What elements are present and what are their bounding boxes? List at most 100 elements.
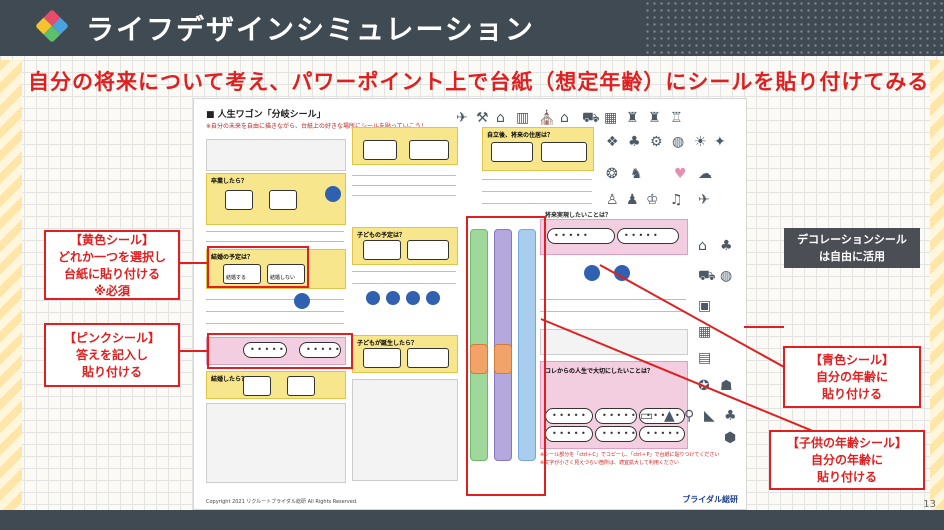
blue-age-sticker — [325, 186, 341, 202]
speech-bubble-sticker — [545, 408, 593, 424]
book-icon: ▤ — [698, 350, 712, 366]
branch-sticker — [541, 142, 587, 162]
not-marry-sticker: 結婚しない — [267, 264, 305, 284]
worksheet-line — [482, 179, 592, 180]
blue-age-sticker — [294, 293, 310, 309]
sun-icon: ☀ — [694, 134, 707, 150]
speech-bubble-sticker — [617, 228, 679, 244]
worksheet-line — [352, 283, 456, 284]
child-age-sticker-callout: 【子供の年齢シール】 自分の年齢に 貼り付ける — [769, 430, 925, 490]
tools-icon: ⚒ — [476, 110, 489, 126]
age-column-segment — [470, 344, 488, 374]
house-icon: ⌂ — [698, 238, 707, 254]
badge-icon: ⬢ — [724, 430, 737, 446]
palm-tree-icon: ♣ — [628, 134, 641, 150]
horse-icon: ♞ — [630, 166, 643, 182]
callout-pointer — [180, 350, 208, 352]
globe-icon: ◍ — [720, 268, 733, 284]
worksheet-line — [206, 311, 344, 312]
speech-bubble-sticker — [639, 408, 685, 424]
worksheet-line — [206, 231, 344, 232]
worksheet-line — [352, 185, 456, 186]
branch-sticker — [363, 240, 401, 260]
blue-age-sticker — [426, 291, 440, 305]
worksheet-line — [352, 271, 456, 272]
page-number: 13 — [923, 499, 936, 510]
speech-bubble-sticker — [639, 426, 685, 442]
blue-age-sticker — [584, 265, 600, 281]
bear-icon: ❂ — [606, 166, 618, 182]
pink-sticker-callout: 【ピンクシール】 答えを記入し 貼り付ける — [44, 323, 180, 387]
airplane-icon: ✈ — [456, 110, 468, 126]
shoe-icon: ◣ — [704, 408, 715, 424]
house-icon: ⌂ — [560, 110, 569, 126]
worksheet-title: ■ 人生ワゴン「分岐シール」 — [206, 110, 326, 120]
worksheet-note: ※文字が小さく見えづらい箇所は、適宜拡大して利用ください — [540, 460, 679, 466]
worksheet-subtitle: ※自分の未来を自由に描きながら、台紙上の好きな場所にシールを貼っていこう！ — [206, 123, 427, 130]
children-section: 子どもの予定は？ — [352, 227, 458, 265]
blue-age-sticker — [366, 291, 380, 305]
globe-icon: ◍ — [672, 134, 685, 150]
future-dream-section: 将来実現したいことは？ — [540, 212, 688, 255]
branch-sticker — [407, 240, 449, 260]
branch-sticker — [243, 376, 271, 396]
tree-icon: ♣ — [720, 238, 733, 254]
callout-pointer — [744, 326, 784, 328]
tree-icon: ♣ — [724, 408, 737, 424]
slide-title: ライフデザインシミュレーション — [86, 13, 535, 46]
age-column-highlight — [466, 216, 546, 496]
slide-footer-bar — [0, 510, 944, 530]
person-icon: ♙ — [606, 192, 619, 208]
grandparent-icon: ♔ — [646, 192, 659, 208]
yellow-sticker-highlight — [207, 246, 309, 288]
gift-icon: ❖ — [606, 134, 619, 150]
bus-icon: ▭ — [640, 408, 654, 424]
branch-sticker — [225, 190, 253, 210]
branch-sticker — [287, 376, 315, 396]
tower-icon: ♜ — [626, 110, 639, 126]
branch-sticker — [409, 140, 449, 160]
church-icon: ⛪ — [538, 110, 556, 126]
worksheet-line — [540, 311, 686, 312]
age-column — [518, 229, 536, 461]
living-section: 自立後、将来の住居は？ — [482, 127, 594, 171]
building-icon: ▦ — [604, 110, 618, 126]
car-icon: ⛟ — [582, 110, 600, 126]
building-icon: ▦ — [698, 324, 712, 340]
header-dot-pattern — [644, 0, 944, 56]
sparkle-icon: ✦ — [714, 134, 726, 150]
marry-sticker: 結婚する — [223, 264, 261, 284]
checklist-box — [352, 379, 458, 481]
small-box — [540, 329, 688, 355]
dog-icon: ☗ — [720, 378, 733, 394]
values-section: コレからの人生で大切にしたいことは？ — [540, 361, 688, 449]
slide-header: ライフデザインシミュレーション — [0, 0, 944, 56]
cone-icon: ▲ — [664, 408, 675, 424]
brand-logo: ブライダル総研 — [682, 495, 738, 504]
marriage-plan-section: 結婚の予定は？ 結婚する 結婚しない — [206, 249, 346, 289]
walker-icon: ♟ — [626, 192, 639, 208]
speech-bubble-sticker — [243, 342, 287, 358]
speech-bubble-sticker — [545, 426, 593, 442]
left-stripe-decoration — [0, 60, 22, 530]
pink-sticker-highlight — [207, 333, 353, 369]
piano-icon: ♫ — [670, 192, 683, 208]
diamond-logo-icon — [35, 9, 69, 43]
intro-box — [206, 139, 346, 171]
speech-bubble-sticker — [547, 228, 615, 244]
car-icon: ⛟ — [698, 268, 716, 284]
buildings-icon: ▥ — [516, 110, 530, 126]
right-stripe-decoration — [930, 60, 944, 530]
callout-pointer — [180, 262, 208, 264]
worksheet-note: ※シール部分を「ctrl＋C」でコピーし、「ctrl＋P」で台紙に貼りつけてくだ… — [540, 452, 720, 458]
married-question-section — [352, 127, 458, 165]
worksheet-line — [482, 191, 592, 192]
blue-age-sticker — [386, 291, 400, 305]
speech-bubble-sticker — [299, 342, 341, 358]
checklist-box — [206, 403, 346, 483]
blue-sticker-callout: 【青色シール】 自分の年齢に 貼り付ける — [783, 346, 921, 408]
speech-bubble-sticker — [595, 408, 637, 424]
worksheet-line — [352, 175, 456, 176]
blue-age-sticker — [614, 265, 630, 281]
pink-answer-row — [206, 337, 346, 365]
